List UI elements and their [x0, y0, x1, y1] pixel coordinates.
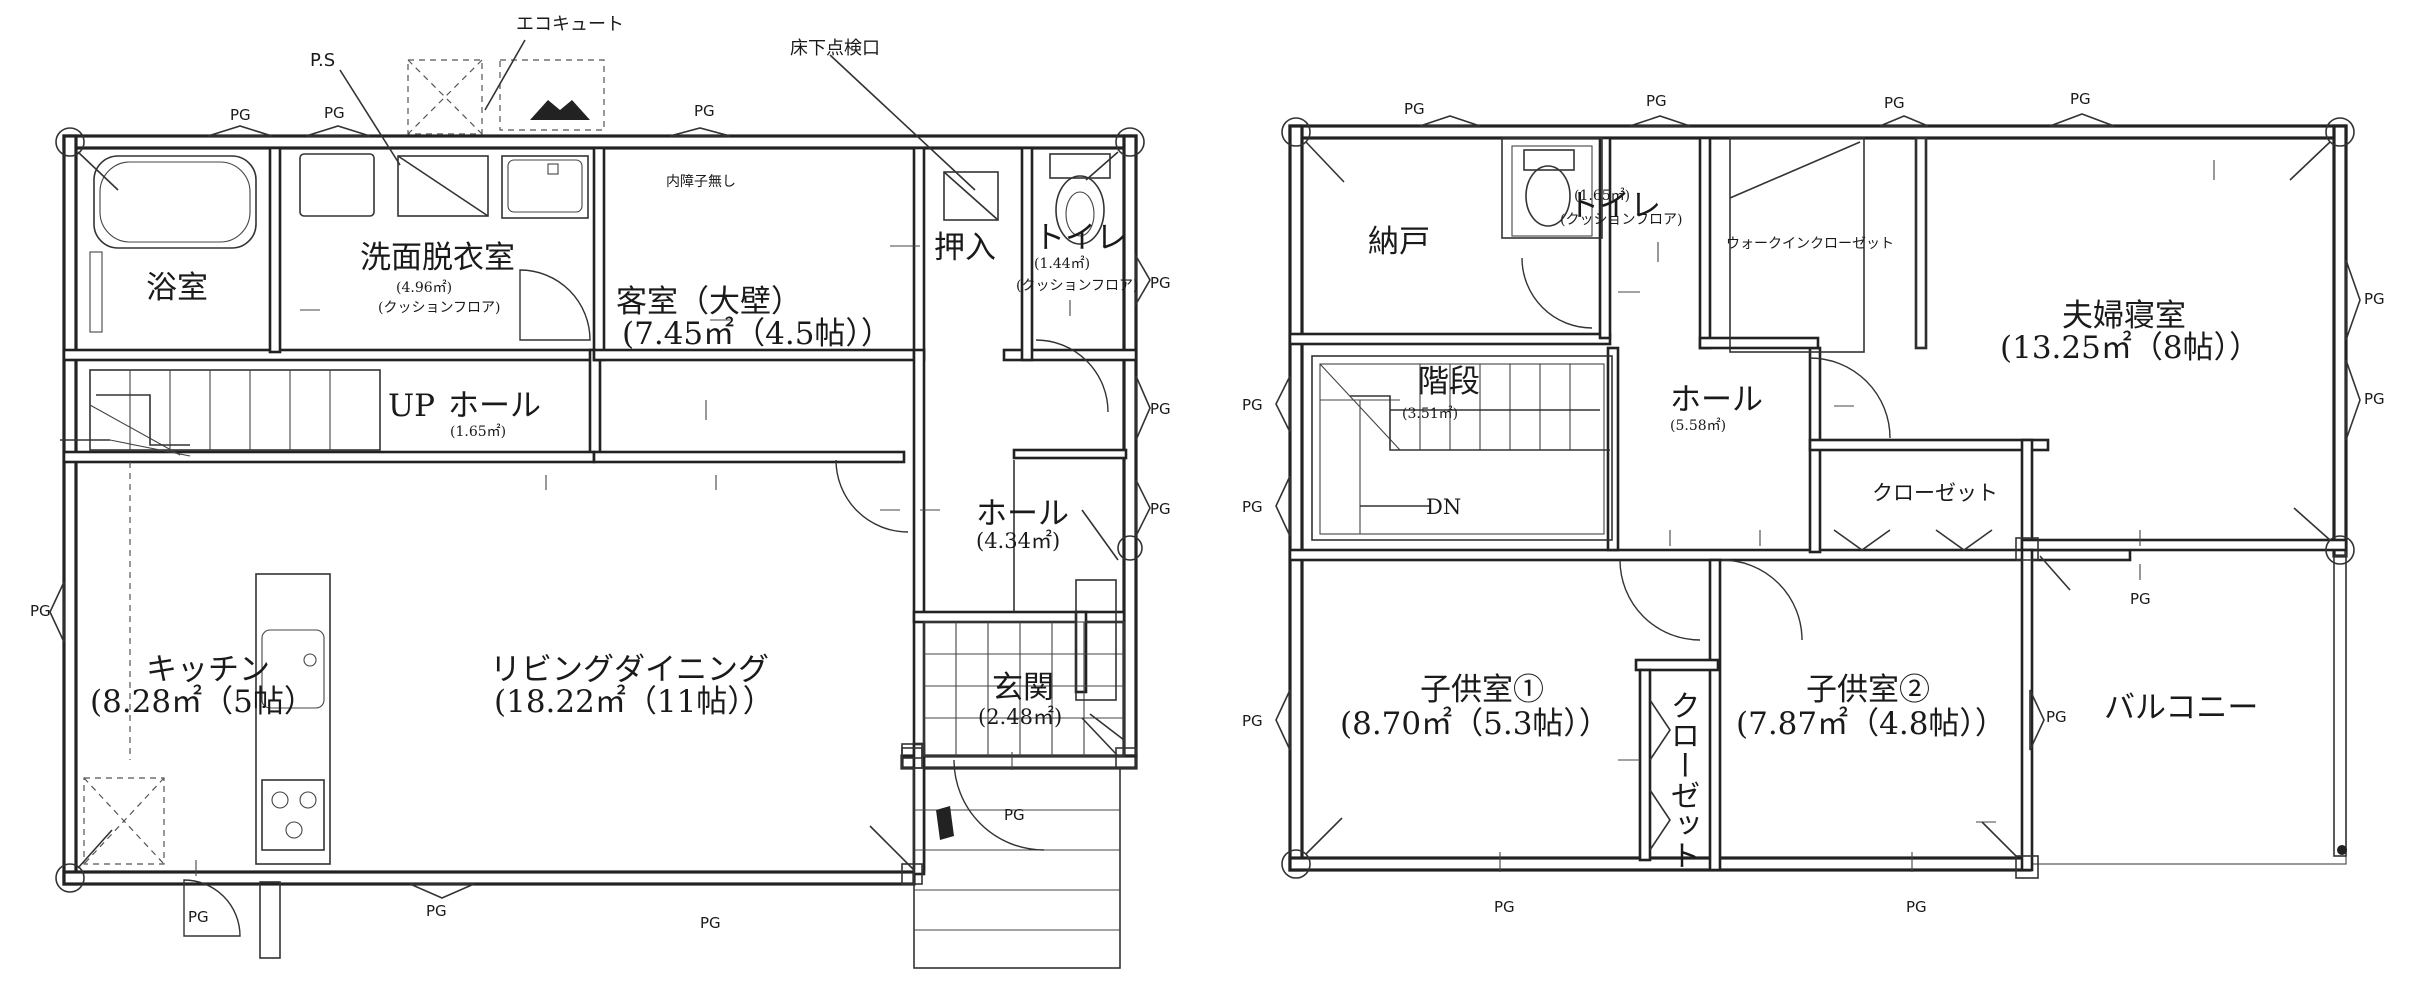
living-name: リビングダイニング: [490, 652, 769, 688]
pg-label: PG: [1004, 806, 1025, 824]
toilet2-fixture: [1523, 149, 1575, 227]
stairs2-name: 階段: [1418, 364, 1480, 400]
toilet2-area: (1.65㎡): [1574, 188, 1630, 204]
entrance-tiles: [913, 579, 1125, 969]
pg-label: PG: [1242, 396, 1263, 414]
ps-label: P.S: [310, 50, 335, 71]
pg-label: PG: [324, 104, 345, 122]
guest-area: (7.45㎡（4.5帖））: [622, 316, 892, 352]
eco-cute-label: エコキュート: [516, 14, 624, 35]
floor1-plan: [49, 39, 1151, 969]
floor1-window-markers: [49, 125, 1151, 899]
floor1-labels: エコキュート P.S 床下点検口 浴室 洗面脱衣室 (4.96㎡) (クッション…: [90, 14, 1139, 729]
closet-vertical-name: クローゼット: [1665, 690, 1700, 870]
hall2-area: (5.58㎡): [1670, 418, 1726, 434]
washroom-fixtures: [299, 153, 589, 219]
pg-label: PG: [2130, 590, 2151, 608]
floor1-markers: [195, 245, 1071, 876]
pg-label: PG: [1884, 94, 1905, 112]
master-area: (13.25㎡（8帖））: [2000, 330, 2260, 366]
toilet2-name: トイレ: [1568, 188, 1661, 224]
floor2-doors: [1521, 257, 1993, 851]
washroom-floor: (クッションフロア): [378, 300, 501, 316]
pg-label: PG: [2046, 708, 2067, 726]
floor2-window-markers: [1275, 113, 2361, 751]
floor2-plan: [1275, 113, 2361, 879]
pg-label: PG: [2070, 90, 2091, 108]
floor1-direction-arrows: [77, 151, 1125, 871]
pg-label: PG: [1906, 898, 1927, 916]
child2-name: 子供室②: [1806, 672, 1930, 708]
underfloor-hatch: [829, 54, 999, 221]
guest-note: 内障子無し: [666, 174, 736, 190]
underfloor-hatch-label: 床下点検口: [790, 38, 880, 59]
bathtub: [89, 155, 257, 333]
kitchen-name: キッチン: [146, 652, 270, 688]
pg-label: PG: [1404, 100, 1425, 118]
wic-name: ウォークインクローゼット: [1726, 236, 1894, 252]
stairs-down-label: DN: [1426, 495, 1461, 519]
pg-label: PG: [188, 908, 209, 926]
master-name: 夫婦寝室: [2062, 298, 2186, 334]
entrance-area: (2.48㎡): [978, 705, 1062, 729]
pg-label: PG: [1242, 712, 1263, 730]
floor2-labels: 納戸 トイレ (1.65㎡) (クッションフロア) ウォークインクローゼット 夫…: [1340, 188, 2260, 870]
floor1-stairs: [60, 369, 381, 457]
pg-label: PG: [1150, 500, 1171, 518]
floor1-pg-labels: PG PG PG PG PG PG PG PG PG PG PG: [30, 102, 1171, 932]
pg-label: PG: [426, 902, 447, 920]
toilet1-name: トイレ: [1034, 220, 1127, 256]
toilet1-area: (1.44㎡): [1034, 256, 1090, 272]
hall-east-name: ホール: [976, 496, 1069, 532]
living-area: (18.22㎡（11帖））: [494, 684, 774, 720]
floor2-interior-walls: [1288, 136, 2348, 872]
kitchen-counter: [83, 462, 331, 865]
floor2-markers: [1499, 160, 2215, 872]
child2-area: (7.87㎡（4.8帖））: [1736, 706, 2006, 742]
pg-label: PG: [700, 914, 721, 932]
pg-label: PG: [1646, 92, 1667, 110]
pg-label: PG: [2364, 290, 2385, 308]
floor1-corner-posts: [55, 127, 1145, 893]
pg-label: PG: [1494, 898, 1515, 916]
toilet1-floor: (クッションフロア): [1016, 278, 1139, 294]
eco-cute-units: [339, 39, 605, 166]
toilet-fixture: [1049, 153, 1111, 245]
pg-label: PG: [1242, 498, 1263, 516]
hall-small-name: ホール: [448, 388, 541, 424]
pg-label: PG: [30, 602, 51, 620]
hall2-name: ホール: [1670, 382, 1763, 418]
kitchen-area: (8.28㎡（5帖）: [90, 684, 315, 720]
closet-horizontal-name: クローゼット: [1872, 481, 1998, 505]
floor2-corner-posts: [1281, 117, 2355, 879]
bath-name: 浴室: [146, 270, 208, 306]
pg-label: PG: [230, 106, 251, 124]
pg-label: PG: [1150, 400, 1171, 418]
guest-name: 客室（大壁）: [616, 284, 802, 320]
floor2-pg-labels: PG PG PG PG PG PG PG PG PG PG PG PG PG: [1242, 90, 2385, 916]
toilet2-floor: (クッションフロア): [1560, 212, 1683, 228]
hall-small-area: (1.65㎡): [450, 424, 506, 440]
storage-name: 納戸: [1368, 224, 1430, 260]
floor2-direction-arrows: [1305, 141, 2331, 857]
floor1-doors: [183, 269, 1109, 959]
oshiire-name: 押入: [934, 230, 996, 266]
child1-name: 子供室①: [1420, 672, 1544, 708]
stairs2-area: (3.51㎡): [1402, 406, 1458, 422]
washroom-area: (4.96㎡): [396, 280, 452, 296]
hall-east-area: (4.34㎡): [976, 529, 1060, 553]
pg-label: PG: [1150, 274, 1171, 292]
stairs-up-label: UP: [388, 388, 435, 424]
child1-area: (8.70㎡（5.3帖））: [1340, 706, 1610, 742]
balcony-name: バルコニー: [2104, 690, 2258, 726]
entrance-name: 玄関: [992, 670, 1054, 706]
pg-label: PG: [694, 102, 715, 120]
storage-area: [1501, 137, 1927, 353]
pg-label: PG: [2364, 390, 2385, 408]
washroom-name: 洗面脱衣室: [360, 240, 515, 276]
floor2-stairs: [1311, 355, 1613, 541]
